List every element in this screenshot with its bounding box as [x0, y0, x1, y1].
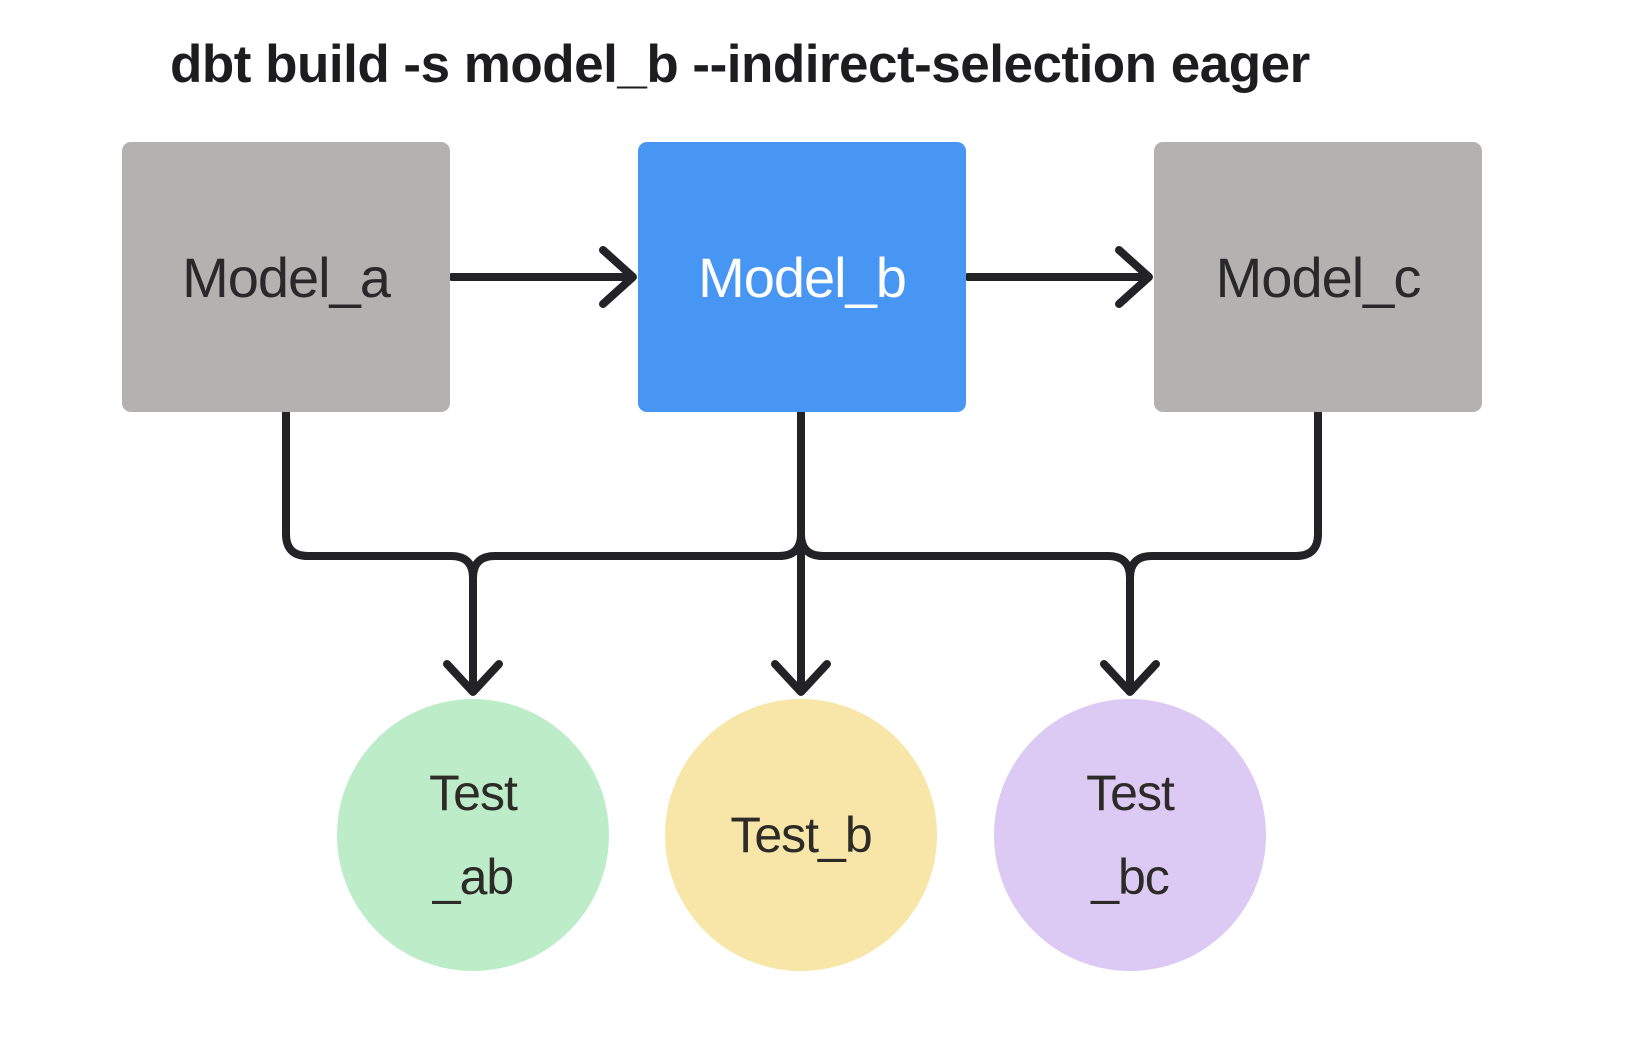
arrowhead-test-b-icon [771, 660, 831, 696]
node-test-b-label: Test_b [730, 807, 872, 863]
node-test-bc: Test _bc [994, 699, 1266, 971]
node-test-ab-label-line1: Test [429, 765, 518, 821]
arrowhead-model-b-icon [599, 246, 637, 308]
diagram-title: dbt build -s model_b --indirect-selectio… [170, 35, 1310, 94]
arrowhead-test-ab-icon [443, 660, 503, 696]
node-model-c: Model_c [1154, 142, 1482, 412]
node-model-a: Model_a [122, 142, 450, 412]
node-model-c-label: Model_c [1215, 245, 1422, 309]
node-test-bc-label-line2: _bc [1091, 849, 1170, 905]
edge-model-c-to-test-bc [1126, 408, 1322, 692]
node-test-ab-label-line2: _ab [432, 849, 514, 905]
node-test-bc-label-line1: Test [1086, 765, 1175, 821]
node-model-b-selected: Model_b [638, 142, 966, 412]
node-test-ab: Test _ab [337, 699, 609, 971]
arrowhead-test-bc-icon [1100, 660, 1160, 696]
node-model-a-label: Model_a [182, 245, 391, 309]
edge-model-b-to-test-ab [469, 408, 805, 692]
arrowhead-model-c-icon [1115, 246, 1153, 308]
edge-model-a-to-test-ab [282, 408, 477, 692]
node-test-b: Test_b [665, 699, 937, 971]
node-model-b-label: Model_b [698, 245, 907, 309]
edge-model-b-to-test-bc [797, 408, 1134, 692]
